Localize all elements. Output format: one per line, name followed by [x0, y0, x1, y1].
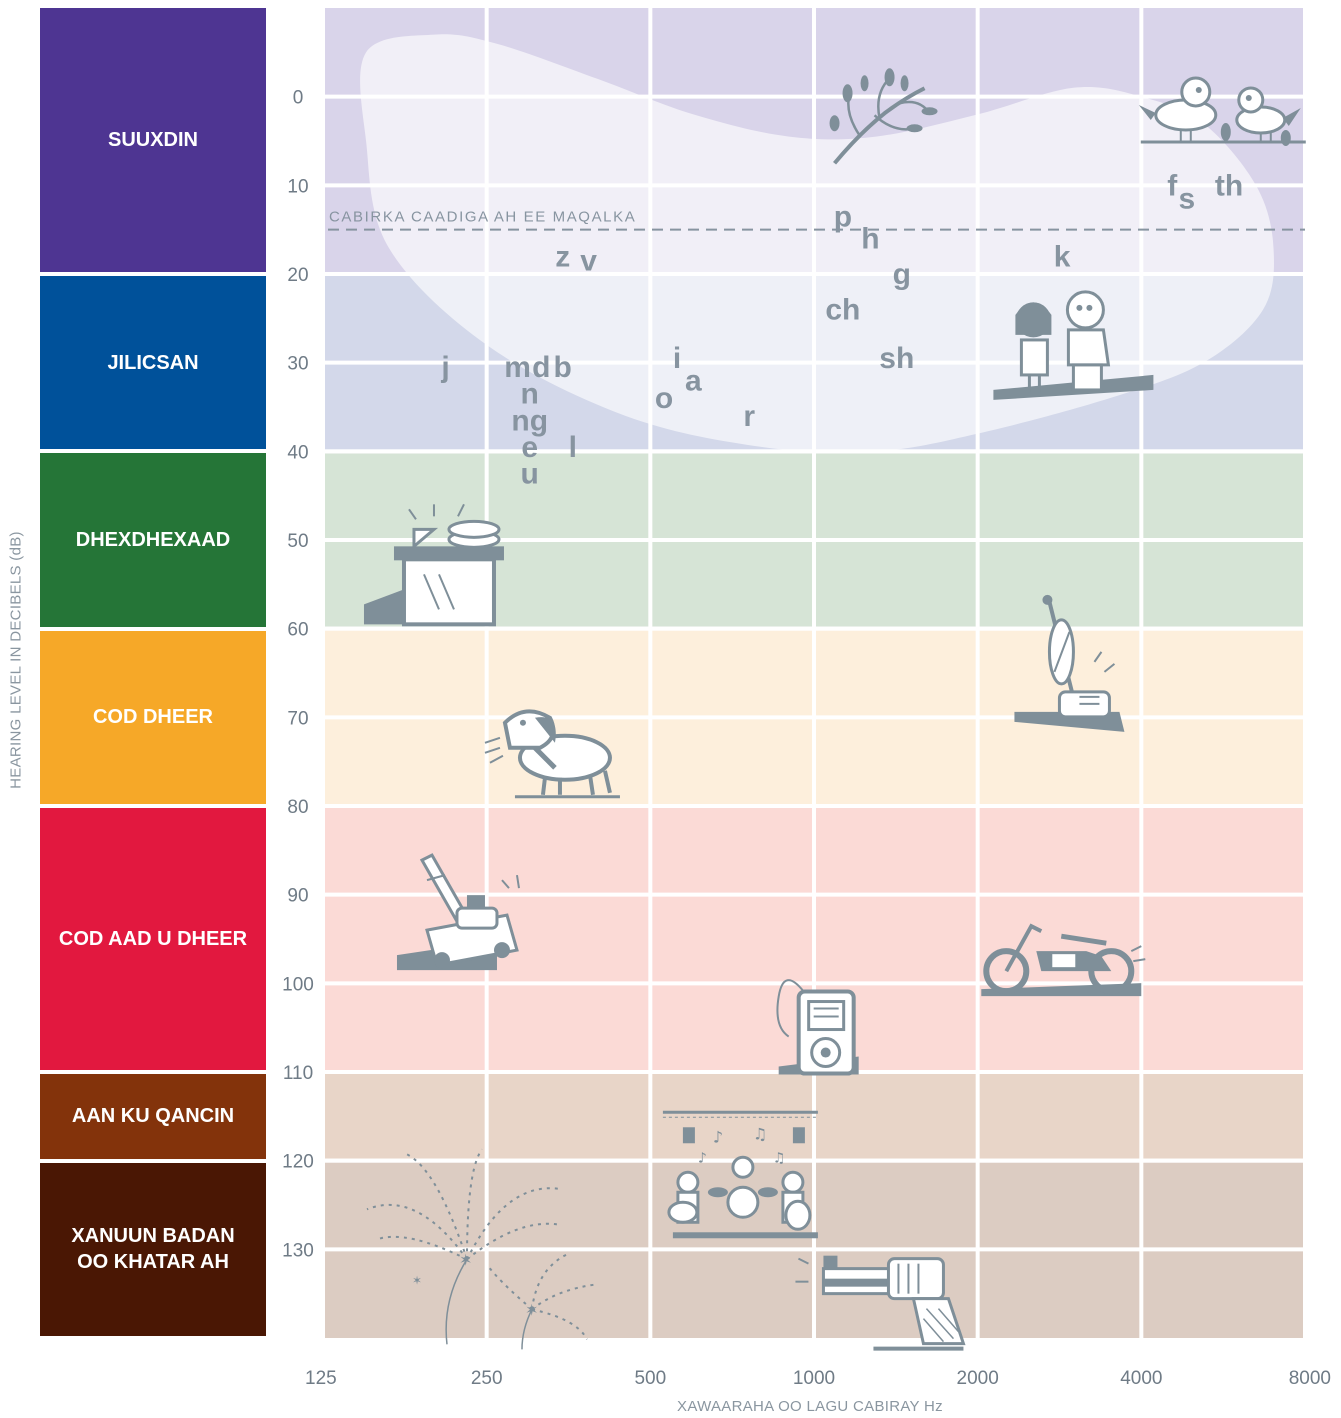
speech-sound-3: m: [504, 351, 531, 384]
speech-sound-13: o: [655, 382, 673, 415]
speech-sound-0: z: [555, 240, 570, 273]
y-tick-10: 10: [287, 176, 308, 197]
speech-sound-23: th: [1215, 169, 1243, 202]
y-tick-120: 120: [282, 1152, 314, 1173]
speech-sound-9: l: [569, 431, 577, 464]
speech-sound-5: b: [554, 351, 572, 384]
y-tick-20: 20: [287, 265, 308, 286]
x-tick-500: 500: [634, 1368, 666, 1389]
x-tick-2000: 2000: [957, 1368, 999, 1389]
y-tick-50: 50: [287, 531, 308, 552]
speech-sound-14: r: [743, 400, 755, 433]
y-tick-40: 40: [287, 442, 308, 463]
speech-sound-10: u: [521, 458, 539, 491]
normal-hearing-threshold: CABIRKA CAADIGA AH EE MAQALKA: [328, 209, 1305, 231]
speech-sound-12: a: [685, 364, 702, 397]
x-tick-4000: 4000: [1120, 1368, 1162, 1389]
speech-sound-16: h: [861, 223, 879, 256]
speech-sound-15: p: [834, 200, 852, 233]
speech-sound-21: f: [1167, 169, 1178, 202]
band-label-jilicsan: JILICSAN: [40, 276, 266, 450]
x-tick-125: 125: [305, 1368, 337, 1389]
speech-sound-8: e: [521, 431, 538, 464]
x-tick-250: 250: [471, 1368, 503, 1389]
y-tick-90: 90: [287, 886, 308, 907]
x-tick-1000: 1000: [793, 1368, 835, 1389]
band-label-dhexdhexaad: DHEXDHEXAAD: [40, 453, 266, 627]
speech-sound-6: n: [521, 378, 539, 411]
speech-sound-11: i: [673, 342, 681, 375]
speech-sound-22: s: [1178, 183, 1195, 216]
speech-sound-18: ch: [825, 293, 860, 326]
band-label-cod-dheer: COD DHEER: [40, 630, 266, 804]
y-tick-30: 30: [287, 354, 308, 375]
x-axis-title: XAWAARAHA OO LAGU CABIRAY Hz: [677, 1398, 943, 1415]
speech-sound-20: k: [1054, 240, 1071, 273]
band-label-xanuun-badan-oo-khatar-ah: XANUUN BADAN OO KHATAR AH: [40, 1162, 266, 1336]
speech-sound-1: v: [580, 245, 597, 278]
x-tick-8000: 8000: [1289, 1368, 1331, 1389]
y-tick-70: 70: [287, 708, 308, 729]
band-label-suuxdin: SUUXDIN: [40, 8, 266, 272]
y-tick-0: 0: [293, 88, 304, 109]
y-tick-80: 80: [287, 797, 308, 818]
band-label-cod-aad-u-dheer: COD AAD U DHEER: [40, 808, 266, 1070]
x-tick-labels: 125 250 500 1000 2000 4000 8000: [305, 1368, 1331, 1389]
speech-sound-17: g: [893, 258, 911, 291]
band-label-aan-ku-qancin: AAN KU QANCIN: [40, 1074, 266, 1159]
y-tick-100: 100: [282, 974, 314, 995]
speech-sound-2: j: [440, 351, 449, 384]
threshold-label: CABIRKA CAADIGA AH EE MAQALKA: [329, 209, 636, 226]
speech-sound-19: sh: [879, 342, 914, 375]
speech-sound-7: ng: [511, 404, 548, 437]
y-tick-130: 130: [282, 1240, 314, 1261]
y-tick-labels: 0 10 20 30 40 50 60 70 80 90 100 110 120 130: [282, 88, 314, 1262]
y-tick-60: 60: [287, 620, 308, 641]
speech-sound-4: d: [532, 351, 550, 384]
y-tick-110: 110: [283, 1063, 313, 1084]
